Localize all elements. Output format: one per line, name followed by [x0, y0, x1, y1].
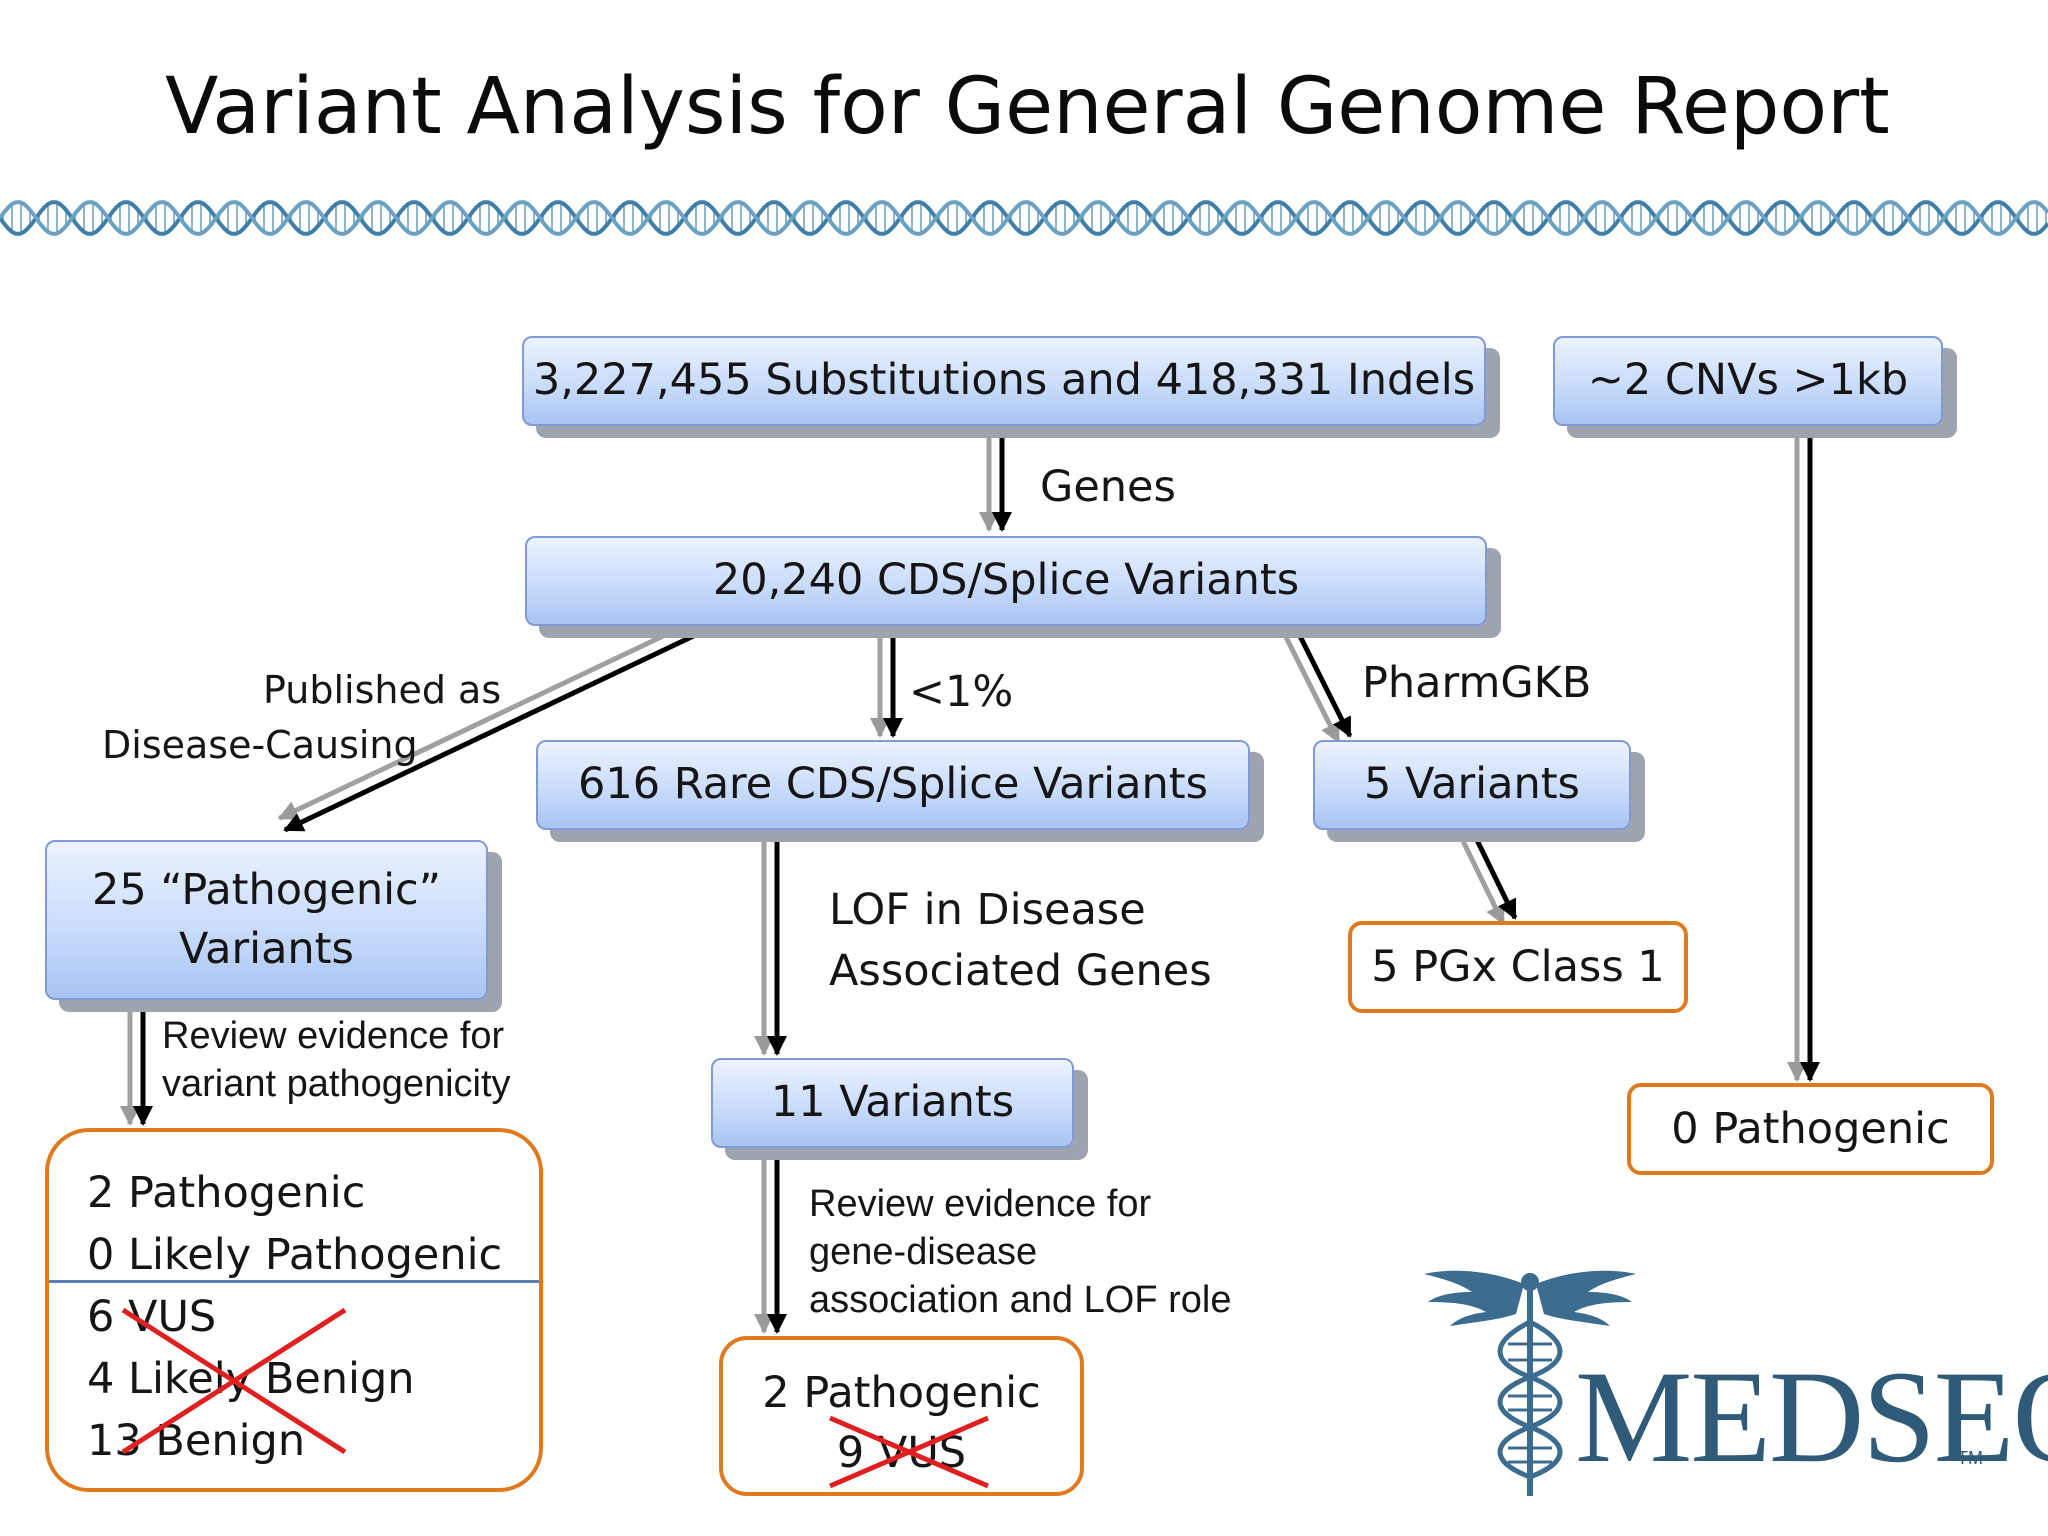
zero-pathogenic-box: 0 Pathogenic	[1627, 1083, 1994, 1175]
pathogenic-variants-label-1: 25 “Pathogenic”	[92, 864, 441, 915]
lof-arrow	[754, 836, 787, 1056]
result-divider	[49, 1280, 539, 1283]
rare-variants-box: 616 Rare CDS/Splice Variants	[536, 740, 1250, 830]
review-gene-arrow	[754, 1152, 787, 1334]
left-exclusion-cross	[121, 1307, 347, 1455]
helix-strand-a	[0, 200, 2048, 236]
eleven-variants-box-label: 11 Variants	[770, 1077, 1015, 1128]
cds-splice-box-label: 20,240 CDS/Splice Variants	[712, 555, 1300, 606]
published-arrow	[277, 615, 708, 833]
middle-kept-result: 2 Pathogenic	[762, 1368, 1041, 1418]
review-pathogenicity-label-2: variant pathogenicity	[162, 1063, 511, 1105]
pharm-variants-box: 5 Variants	[1313, 740, 1631, 830]
published-label-1: Published as	[263, 668, 502, 712]
substitutions-box: 3,227,455 Substitutions and 418,331 Inde…	[522, 336, 1486, 426]
pharm-variants-box-label: 5 Variants	[1364, 759, 1580, 810]
genes-arrow	[979, 432, 1012, 532]
middle-exclusion-cross	[829, 1415, 989, 1489]
trademark-mark: TM	[1957, 1448, 1983, 1468]
pharmgkb-arrow	[1283, 628, 1353, 744]
eleven-variants-box: 11 Variants	[711, 1058, 1074, 1148]
genes-label: Genes	[1040, 462, 1176, 512]
cnv-box: ~2 CNVs >1kb	[1553, 336, 1943, 426]
left-result-box: 2 Pathogenic 0 Likely Pathogenic 6 VUS 4…	[45, 1128, 543, 1492]
lof-label-1: LOF in Disease	[829, 885, 1146, 935]
rare-variants-box-label: 616 Rare CDS/Splice Variants	[578, 759, 1208, 810]
helix-strand-b	[0, 200, 2048, 236]
pathogenic-variants-box: 25 “Pathogenic” Variants	[45, 840, 488, 1000]
excluded-result-2: 4 Likely Benign	[87, 1354, 415, 1404]
kept-result-1: 2 Pathogenic	[87, 1168, 366, 1218]
excluded-result-3: 13 Benign	[87, 1416, 306, 1466]
review-gene-label-3: association and LOF role	[809, 1279, 1232, 1321]
review-pathogenicity-arrow	[120, 1004, 153, 1126]
rare-threshold-label: <1%	[909, 667, 1014, 717]
caduceus-dna-icon	[1424, 1270, 1636, 1496]
lof-label-2: Associated Genes	[829, 946, 1212, 996]
excluded-result-1: 6 VUS	[87, 1292, 217, 1342]
review-gene-label-2: gene-disease	[809, 1231, 1038, 1273]
review-pathogenicity-label-1: Review evidence for	[162, 1015, 505, 1057]
zero-pathogenic-label: 0 Pathogenic	[1671, 1104, 1950, 1154]
rare-arrow	[870, 638, 903, 738]
pgx-class-box: 5 PGx Class 1	[1348, 921, 1688, 1013]
dna-helix-divider	[0, 200, 2048, 236]
substitutions-box-label: 3,227,455 Substitutions and 418,331 Inde…	[532, 355, 1476, 406]
pathogenic-variants-label-2: Variants	[179, 924, 354, 974]
review-gene-label-1: Review evidence for	[809, 1183, 1152, 1225]
cds-splice-box: 20,240 CDS/Splice Variants	[525, 536, 1487, 626]
pharmgkb-label: PharmGKB	[1362, 658, 1592, 708]
page-title: Variant Analysis for General Genome Repo…	[165, 62, 1890, 152]
published-label-2: Disease-Causing	[102, 723, 418, 767]
kept-result-2: 0 Likely Pathogenic	[87, 1230, 503, 1280]
cnv-arrow	[1787, 434, 1820, 1082]
cnv-box-label: ~2 CNVs >1kb	[1587, 355, 1909, 406]
pgx-arrow	[1461, 834, 1518, 926]
medseq-logo-text: MEDSEQ	[1575, 1343, 2048, 1490]
pgx-class-label: 5 PGx Class 1	[1371, 942, 1665, 992]
